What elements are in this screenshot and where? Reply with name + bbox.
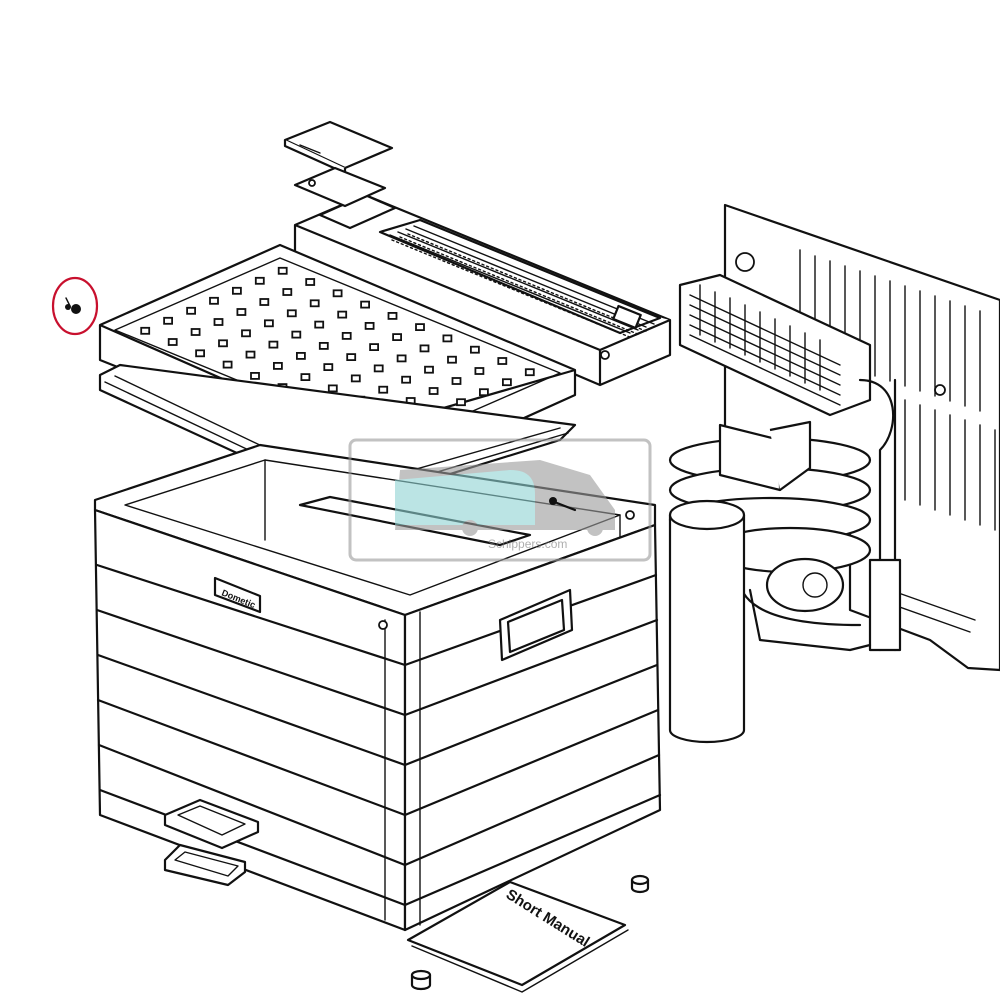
lid-hole <box>401 375 412 384</box>
lid-hole <box>218 339 228 348</box>
burner-tube <box>868 558 902 652</box>
lid-hole <box>209 296 219 305</box>
rubber-foot <box>630 874 650 894</box>
watermark-caravan-icon <box>395 470 535 525</box>
watermark-text: Schippers.com <box>488 537 567 551</box>
lid-hole <box>254 276 265 285</box>
lid-hole <box>277 266 288 275</box>
screw-hole <box>600 350 610 360</box>
drain-cover <box>163 798 260 850</box>
lid-hole <box>236 308 247 316</box>
lid-hole <box>415 323 425 332</box>
lid-hole <box>451 377 462 385</box>
lid-hole <box>263 319 274 328</box>
gasket-plate <box>293 166 387 208</box>
lid-hole <box>332 289 343 298</box>
lid-hole <box>387 311 398 320</box>
lid-hole <box>282 288 293 296</box>
lid-hole <box>341 331 352 340</box>
lid-hole <box>318 341 329 350</box>
lid-hole <box>419 344 430 353</box>
lid-hole <box>195 349 206 358</box>
lid-hole <box>186 306 197 315</box>
gas-valve <box>765 557 845 613</box>
short-manual: Short Manual <box>406 880 629 993</box>
lid-hole <box>456 398 466 407</box>
lid-hole <box>442 334 453 343</box>
rubber-foot <box>410 969 432 991</box>
drain-tray <box>163 843 247 887</box>
lid-hole <box>360 300 371 309</box>
watermark: Schippers.com <box>348 438 652 562</box>
screw-icon <box>65 297 81 314</box>
lid-hole <box>497 357 508 365</box>
lid-hole <box>346 353 357 362</box>
grille <box>389 225 655 339</box>
cover-plate <box>283 120 394 175</box>
lid-hole <box>305 278 316 286</box>
vent-fins-lower <box>904 399 996 531</box>
vent-fins-upper <box>799 249 981 412</box>
lid-hole <box>268 340 279 349</box>
lid-perforations <box>140 266 535 437</box>
lid-hole <box>163 316 174 325</box>
lid-hole <box>295 351 306 360</box>
lid-hole <box>140 326 151 335</box>
lid-hole <box>378 385 389 394</box>
lid-hole <box>250 371 260 380</box>
lid-hole <box>300 373 311 382</box>
lid-hole <box>396 354 407 363</box>
panel-hole <box>934 384 946 396</box>
lid-hole <box>190 328 201 336</box>
lid-hole <box>392 333 403 342</box>
lid-hole <box>428 387 439 395</box>
lid-hole <box>474 367 485 375</box>
screw-icon <box>549 497 577 512</box>
control-panel <box>293 193 672 387</box>
cooling-unit <box>668 273 902 652</box>
lid-hole <box>424 365 434 374</box>
lid-hole <box>469 345 480 354</box>
lid-hole <box>501 378 512 387</box>
lid-hole <box>350 374 361 383</box>
lid-hole <box>213 318 224 326</box>
highlight-circle <box>51 276 99 336</box>
lid-hole <box>222 360 233 369</box>
lid-hole <box>259 298 270 306</box>
lid-hole <box>524 368 535 377</box>
lid-hole <box>337 310 348 319</box>
lid-hole <box>323 363 334 372</box>
lid-hole <box>327 384 338 393</box>
lid-hole <box>291 330 302 339</box>
lid-hole <box>286 309 297 318</box>
lid-hole <box>231 286 242 295</box>
lid-hole <box>167 338 178 346</box>
cabinet-bands <box>95 563 662 907</box>
lid-hole <box>447 355 457 364</box>
lid-hole <box>314 320 325 329</box>
lid-hole <box>478 388 489 397</box>
cylinder-part <box>668 499 746 744</box>
side-handle <box>498 588 574 662</box>
lid-hole <box>364 321 375 330</box>
highlighted-screw[interactable] <box>51 276 99 336</box>
display-window <box>612 304 642 330</box>
lid-hole <box>369 343 380 352</box>
lid-hole <box>373 364 384 373</box>
lid-hole <box>272 361 283 370</box>
lid-hole <box>245 350 256 359</box>
lid-hole <box>241 329 251 338</box>
lid-hole <box>309 299 320 308</box>
panel-hole <box>735 252 755 272</box>
